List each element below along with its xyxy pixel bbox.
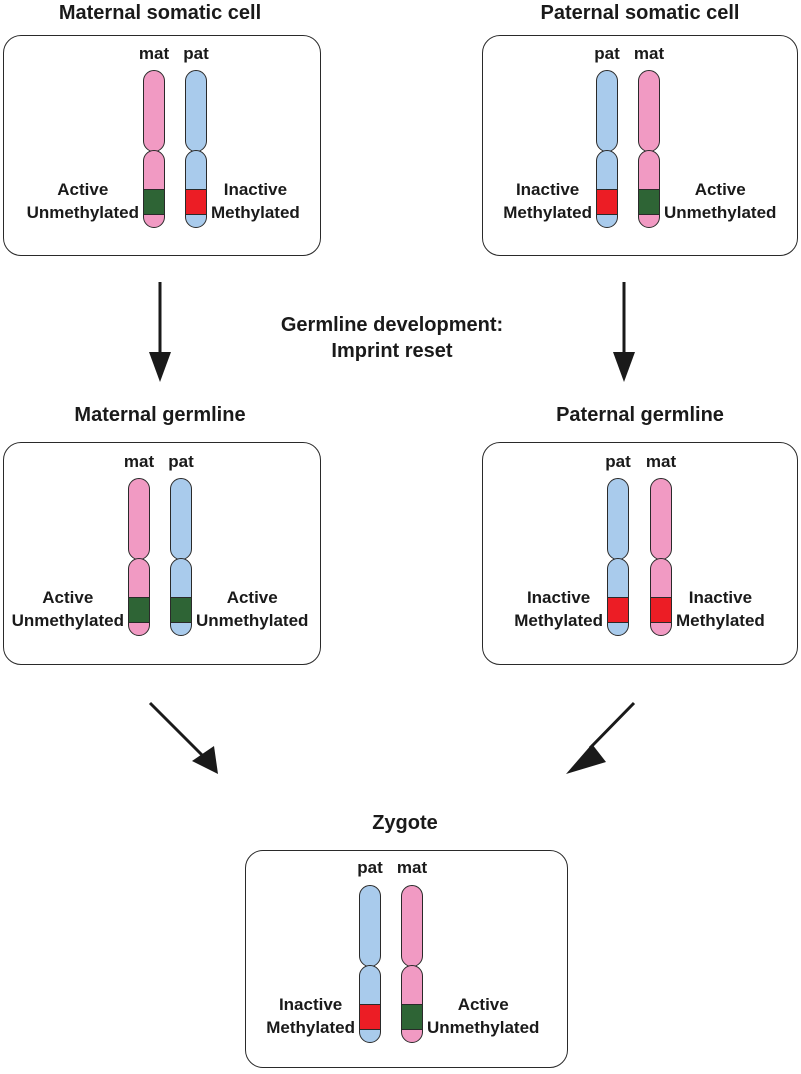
state-line: Unmethylated [11,611,124,630]
chromosome-lower-arm [128,558,150,636]
state-line: Inactive [515,180,580,199]
chromosome-lower-arm [185,150,207,228]
state-line: Active [226,588,278,607]
chromosome-label-mat: mat [396,858,428,877]
chromosome-label-mat: mat [123,452,155,471]
state-line: Inactive [688,588,753,607]
chromosome-label-pat: pat [168,452,194,471]
imprint-band-inactive [360,1004,380,1030]
chromosome-maternal [128,478,150,638]
state-line: Active [457,995,509,1014]
chromosome-label-pat: pat [594,44,620,63]
imprint-band-inactive [186,189,206,215]
imprint-band-active [402,1004,422,1030]
state-line: Methylated [676,611,765,630]
state-line: Methylated [514,611,603,630]
chromosome-lower-arm [596,150,618,228]
arrow-paternal-germline-to-zygote [566,701,636,774]
germline-development-caption: Germline development: Imprint reset [281,312,503,364]
state-line: Inactive [223,180,288,199]
chromosome-paternal [596,70,618,230]
chromosome-lower-arm [143,150,165,228]
panel-box-maternal-germline [3,442,321,665]
state-line: Active [57,180,109,199]
state-line: Inactive [526,588,591,607]
state-line: Inactive [278,995,343,1014]
arrow-maternal-somatic-to-germline [149,282,171,382]
panel-title-zygote: Zygote [372,812,438,834]
imprint-band-active [639,189,659,215]
chromosome-upper-arm [596,70,618,152]
chromosome-upper-arm [359,885,381,967]
chromosome-lower-arm [607,558,629,636]
imprint-band-inactive [597,189,617,215]
chromosome-upper-arm [650,478,672,560]
chromosome-maternal [638,70,660,230]
imprint-band-inactive [608,597,628,623]
chromosome-upper-arm [170,478,192,560]
chromosome-label-pat: pat [605,452,631,471]
chromosome-lower-arm [650,558,672,636]
chromosome-upper-arm [143,70,165,152]
chromosome-upper-arm [401,885,423,967]
chromosome-upper-arm [638,70,660,152]
state-line: Unmethylated [196,611,309,630]
state-line: Methylated [211,203,300,222]
imprint-band-inactive [651,597,671,623]
chromosome-lower-arm [359,965,381,1043]
chromosome-maternal [401,885,423,1045]
chromosome-paternal [607,478,629,638]
chromosome-maternal [650,478,672,638]
chromosome-upper-arm [185,70,207,152]
chromosome-paternal [359,885,381,1045]
chromosome-lower-arm [401,965,423,1043]
chromosome-label-pat: pat [357,858,383,877]
state-line: Active [694,180,746,199]
imprint-band-active [171,597,191,623]
state-line: Methylated [503,203,592,222]
chromosome-lower-arm [638,150,660,228]
state-line: Unmethylated [664,203,777,222]
chromosome-lower-arm [170,558,192,636]
caption-line-1: Germline development: [280,314,504,336]
chromosome-label-pat: pat [183,44,209,63]
state-line: Unmethylated [427,1018,540,1037]
imprint-band-active [129,597,149,623]
panel-title-paternal-germline: Paternal germline [556,404,724,426]
chromosome-upper-arm [607,478,629,560]
arrow-maternal-germline-to-zygote [148,701,218,774]
panel-title-maternal-germline: Maternal germline [74,404,246,426]
panel-box-paternal-germline [482,442,798,665]
chromosome-upper-arm [128,478,150,560]
chromosome-label-mat: mat [645,452,677,471]
arrow-paternal-somatic-to-germline [613,282,635,382]
state-line: Methylated [266,1018,355,1037]
chromosome-maternal [143,70,165,230]
state-line: Active [42,588,94,607]
chromosome-paternal [185,70,207,230]
imprint-band-active [144,189,164,215]
panel-title-paternal-somatic: Paternal somatic cell [540,2,740,24]
chromosome-label-mat: mat [138,44,170,63]
caption-line-2: Imprint reset [331,340,453,362]
chromosome-label-mat: mat [633,44,665,63]
panel-title-maternal-somatic: Maternal somatic cell [58,2,262,24]
chromosome-paternal [170,478,192,638]
state-line: Unmethylated [26,203,139,222]
